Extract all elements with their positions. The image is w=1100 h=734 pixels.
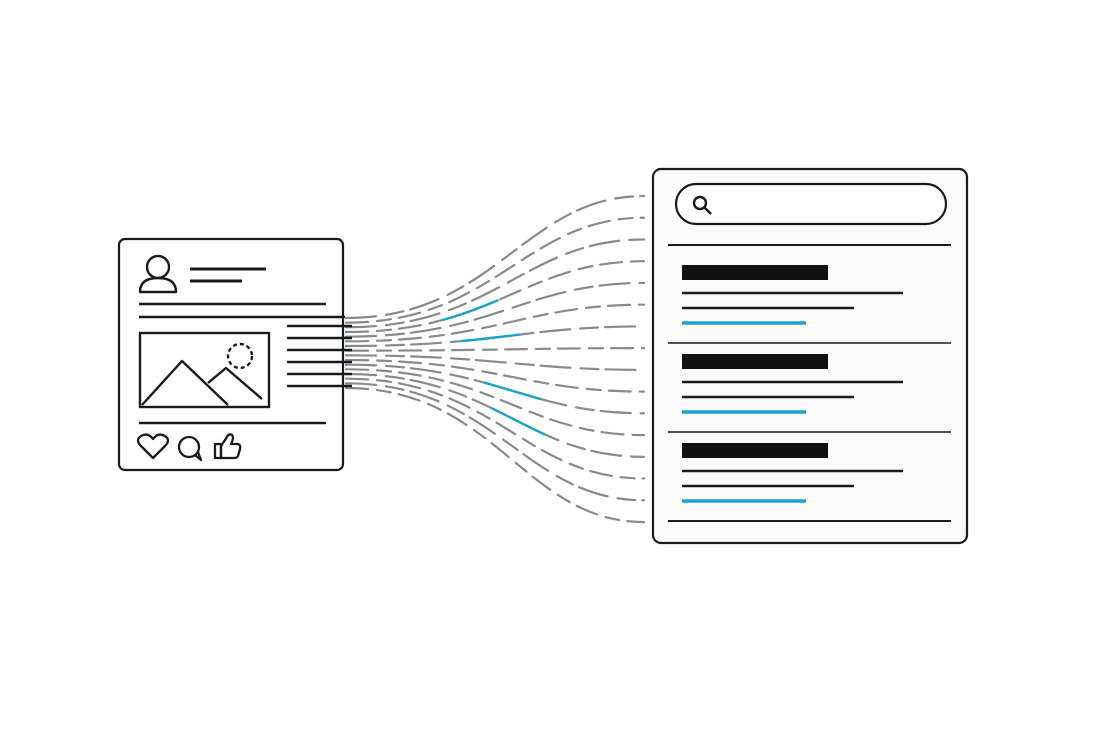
result-title-bar: [682, 265, 828, 280]
search-icon[interactable]: [692, 195, 712, 215]
social-post-card: [117, 237, 352, 472]
data-stream: [344, 194, 646, 524]
stream-line: [344, 194, 646, 320]
stream-highlight: [344, 260, 646, 334]
comment-icon[interactable]: [177, 435, 203, 462]
result-title-bar: [682, 354, 828, 369]
post-card-frame: [117, 237, 345, 472]
stream-line: [344, 238, 646, 329]
stream-line: [344, 363, 646, 415]
stream-line: [344, 281, 646, 338]
stream-line: [344, 303, 646, 343]
search-input[interactable]: [674, 182, 948, 226]
heart-icon[interactable]: [136, 433, 170, 460]
stream-line: [344, 216, 646, 324]
stream-line: [344, 358, 646, 393]
stream-highlight: [344, 325, 646, 348]
stream-highlight: [344, 363, 646, 415]
search-results-panel: [651, 167, 969, 545]
stream-line: [344, 260, 646, 334]
stream-line: [344, 354, 646, 371]
search-result-item[interactable]: [682, 443, 903, 503]
search-result-item[interactable]: [682, 354, 903, 414]
stream-line: [344, 368, 646, 437]
stream-line: [344, 386, 646, 524]
result-title-bar: [682, 443, 828, 458]
thumbs-up-icon[interactable]: [213, 433, 242, 460]
results-list: [668, 265, 951, 503]
stream-line: [344, 382, 646, 502]
stream-line: [344, 372, 646, 458]
search-result-item[interactable]: [682, 265, 903, 325]
stream-line: [344, 347, 646, 352]
post-text-lines: [287, 324, 352, 388]
user-icon: [138, 254, 178, 294]
stream-line: [344, 377, 646, 480]
image-icon: [138, 331, 271, 409]
stream-highlight: [344, 372, 646, 458]
